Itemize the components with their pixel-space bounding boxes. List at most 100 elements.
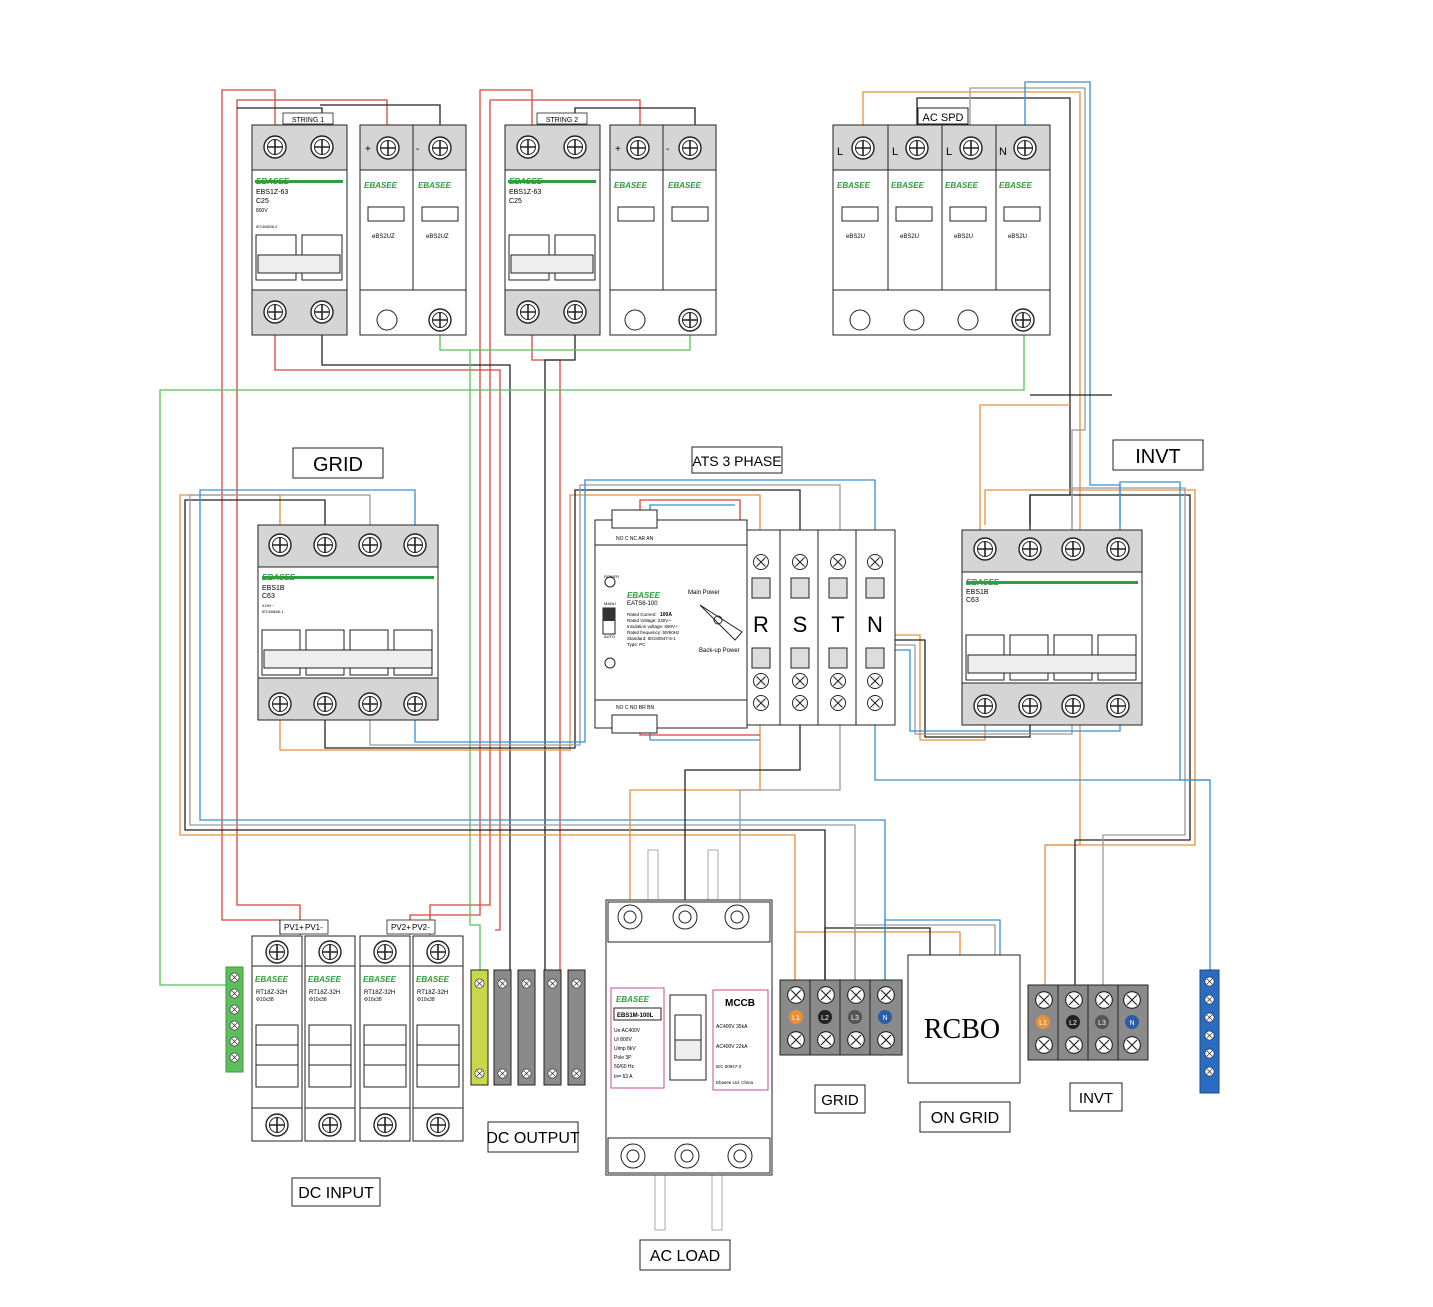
model-text: EBS1B bbox=[966, 589, 989, 596]
ats-label: ATS 3 PHASE bbox=[692, 453, 781, 469]
brand-logo: EBASEE bbox=[262, 573, 296, 582]
l1-label: L1 bbox=[792, 1015, 800, 1022]
mccb-uimp: Uimp 8kV bbox=[614, 1046, 636, 1052]
ats-current-label: Rated Current: bbox=[627, 612, 657, 617]
dc-breaker-string1: STRING 1 EBASEE EBS1Z-63 C25 800V IEC608… bbox=[251, 112, 348, 336]
l3-label: L3 bbox=[851, 1015, 859, 1022]
brand-logo: EBASEE bbox=[418, 181, 452, 190]
model-text: eBS2UZ bbox=[426, 234, 449, 240]
terminal-l2-label: L bbox=[892, 146, 898, 158]
invt-bottom-label: INVT bbox=[1079, 1090, 1113, 1107]
n-label: N bbox=[882, 1015, 887, 1022]
brand-logo: EBASEE bbox=[614, 181, 648, 190]
phase-r-label: R bbox=[753, 612, 769, 637]
mccb-std: IEC 60947-2 bbox=[716, 1064, 742, 1069]
ac-spd: AC SPD L L L N EBASEE EBASEE EBASEE EBAS… bbox=[832, 107, 1051, 336]
model-text: EBS1Z-63 bbox=[256, 189, 288, 196]
brand-logo: EBASEE bbox=[627, 591, 661, 600]
ats-standard: Standard: IEC60947-6-1 bbox=[627, 636, 676, 641]
std-text: IEC60898-1 bbox=[262, 609, 284, 614]
mccb: EBASEE EBS1M-100L Ue AC400V Ui 800V Uimp… bbox=[605, 849, 773, 1231]
fuse-model: RT18Z-32H bbox=[309, 990, 340, 996]
plus-label: + bbox=[365, 144, 371, 155]
mccb-ue: Ue AC400V bbox=[614, 1028, 641, 1034]
model-text: eBS2U bbox=[846, 234, 865, 240]
terminal-n-label: N bbox=[999, 146, 1007, 158]
pv1-minus-label: PV1- bbox=[305, 923, 323, 932]
invt-ac-breaker: EBASEE EBS1B C63 bbox=[961, 529, 1143, 726]
mccb-pole: Pole 3P bbox=[614, 1055, 632, 1061]
grid-label: GRID bbox=[313, 454, 363, 476]
ats-model: EATS6-100 bbox=[627, 601, 658, 607]
phase-n-label: N bbox=[867, 612, 883, 637]
mccb-model: EBS1M-100L bbox=[617, 1013, 654, 1019]
model-text: eBS2U bbox=[954, 234, 973, 240]
model-text: eBS2U bbox=[900, 234, 919, 240]
fuse-size: Φ10x38 bbox=[364, 997, 382, 1003]
string1-label: STRING 1 bbox=[292, 117, 324, 124]
dc-output-label: DC OUTPUT bbox=[486, 1130, 580, 1147]
ats-current: 100A bbox=[660, 612, 672, 618]
std-text: IEC60898-2 bbox=[256, 224, 278, 229]
brand-logo: EBASEE bbox=[308, 975, 342, 984]
ats-frequency: Rated frequency: 50/60Hz bbox=[627, 630, 680, 635]
voltage-text: 415V~ bbox=[262, 603, 274, 608]
minus-label: - bbox=[666, 144, 669, 155]
ats-switch: NO C NC AR AN NO C NO BR BN POWER MANU A… bbox=[594, 509, 896, 734]
brand-logo: EBASEE bbox=[255, 975, 289, 984]
grid-bottom-label: GRID bbox=[821, 1092, 859, 1109]
model-text: EBS1Z-63 bbox=[509, 189, 541, 196]
model-text: eBS2UZ bbox=[372, 234, 395, 240]
brand-logo: EBASEE bbox=[363, 975, 397, 984]
mccb-ics1: AC400V 35kA bbox=[716, 1024, 748, 1030]
rcbo-label: RCBO bbox=[924, 1014, 1000, 1045]
rating-text: C25 bbox=[256, 198, 269, 205]
voltage-text: 800V bbox=[256, 208, 268, 214]
dc-input-label: DC INPUT bbox=[298, 1185, 374, 1202]
mccb-freq: 50/60 Hz bbox=[614, 1064, 635, 1070]
mccb-ics2: AC400V 22kA bbox=[716, 1044, 748, 1050]
brand-logo: EBASEE bbox=[256, 177, 290, 186]
brand-logo: EBASEE bbox=[966, 578, 1000, 587]
fuse-size: Φ10x38 bbox=[256, 997, 274, 1003]
brand-logo: EBASEE bbox=[509, 177, 543, 186]
brand-logo: EBASEE bbox=[668, 181, 702, 190]
pv2-minus-label: PV2- bbox=[412, 923, 430, 932]
n-label: N bbox=[1129, 1020, 1134, 1027]
fuse-model: RT18Z-32H bbox=[256, 990, 287, 996]
fuse-model: RT18Z-32H bbox=[417, 990, 448, 996]
wires bbox=[159, 81, 1211, 986]
dc-spd-1: + - EBASEE EBASEE eBS2UZ eBS2UZ bbox=[359, 124, 467, 336]
neutral-terminal-bar bbox=[1199, 969, 1220, 1094]
pe-terminal-bar bbox=[225, 966, 244, 1073]
string2-label: STRING 2 bbox=[546, 117, 578, 124]
fuse-size: Φ10x38 bbox=[417, 997, 435, 1003]
mccb-maker: Ebasee Ltd. China bbox=[716, 1080, 754, 1085]
pv1-plus-label: PV1+ bbox=[284, 923, 304, 932]
rating-text: C63 bbox=[262, 593, 275, 600]
ats-bot-terms: NO C NO BR BN bbox=[616, 705, 654, 711]
mccb-ui: Ui 800V bbox=[614, 1037, 632, 1043]
brand-logo: EBASEE bbox=[945, 181, 979, 190]
model-text: EBS1B bbox=[262, 585, 285, 592]
brand-logo: EBASEE bbox=[891, 181, 925, 190]
on-grid-label: ON GRID bbox=[931, 1110, 999, 1127]
brand-logo: EBASEE bbox=[999, 181, 1033, 190]
brand-logo: EBASEE bbox=[616, 995, 650, 1004]
label-boxes: GRID INVT ATS 3 PHASE DC OUTPUT DC INPUT… bbox=[291, 439, 1204, 1271]
ats-manu-label: MANU bbox=[604, 601, 616, 606]
ats-insulation: Insulation voltage: 690V~ bbox=[627, 624, 678, 629]
brand-logo: EBASEE bbox=[837, 181, 871, 190]
brand-logo: EBASEE bbox=[364, 181, 398, 190]
ats-power-label: POWER bbox=[604, 574, 619, 579]
l1-label: L1 bbox=[1039, 1020, 1047, 1027]
ats-backup-label: Back-up Power bbox=[699, 648, 740, 654]
dc-output-terminals bbox=[470, 969, 586, 1086]
dc-spd-2: + - EBASEE EBASEE bbox=[609, 124, 717, 336]
fuse-model: RT18Z-32H bbox=[364, 990, 395, 996]
rating-text: C63 bbox=[966, 597, 979, 604]
dc-input-fuses: PV1+ PV1- PV2+ PV2- EBASEE EBASEE EBASEE… bbox=[251, 919, 463, 1142]
rcbo: RCBO bbox=[907, 954, 1021, 1084]
pv2-plus-label: PV2+ bbox=[391, 923, 411, 932]
dc-breaker-string2: STRING 2 EBASEE EBS1Z-63 C25 bbox=[504, 112, 601, 336]
